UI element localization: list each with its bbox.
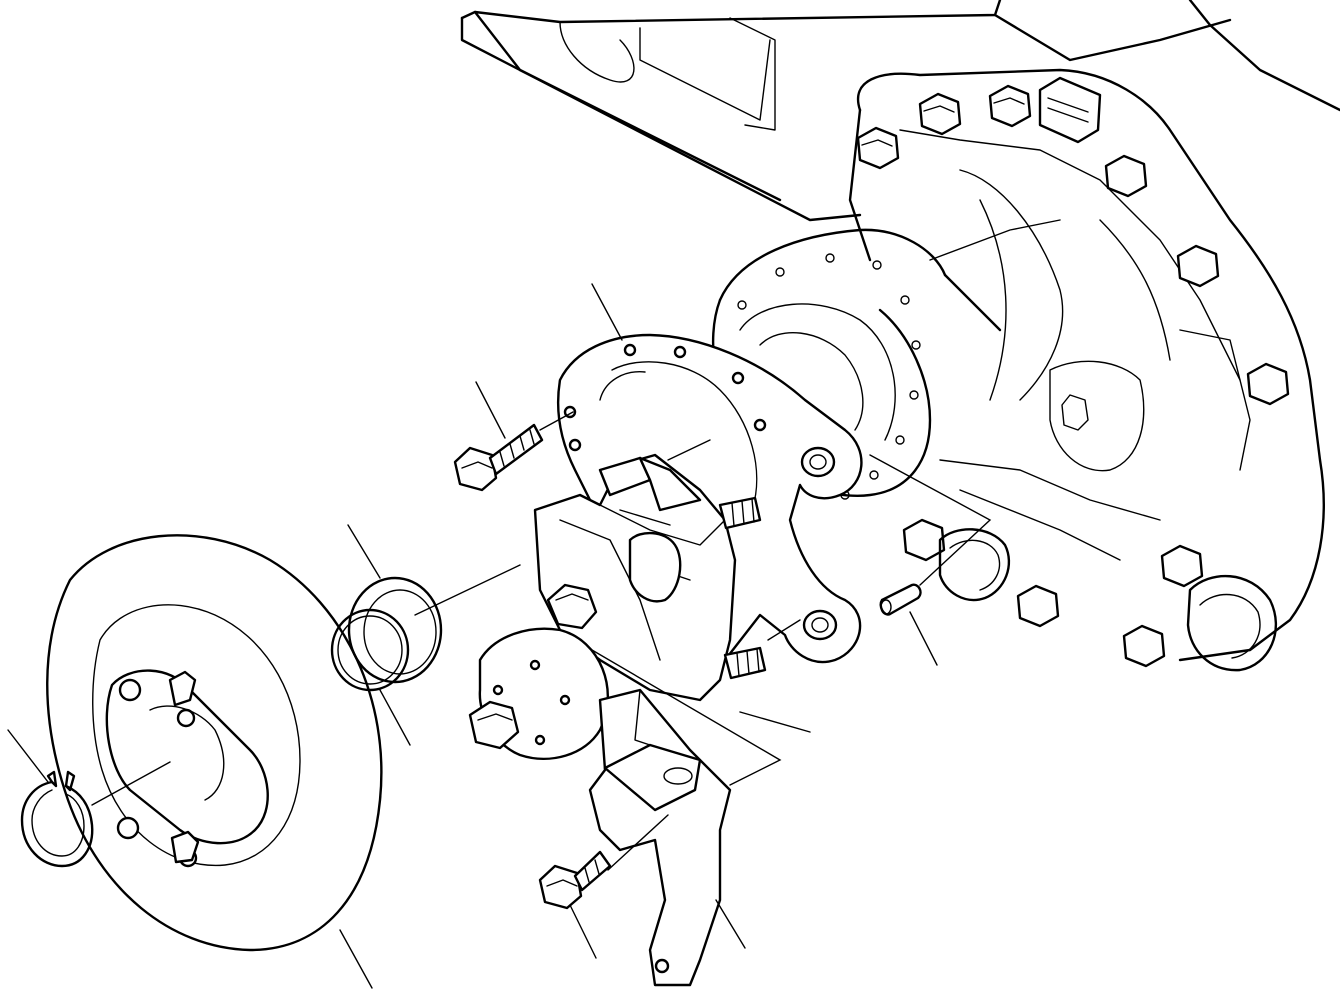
housing-bolt-icon (1104, 154, 1148, 198)
dowel-pin (879, 583, 922, 616)
housing-bolt-icon (1246, 362, 1290, 406)
leader-bracket (591, 283, 623, 341)
axle-housing (460, 0, 1340, 672)
leader-pin (909, 611, 938, 666)
housing-bolt-icon (856, 126, 900, 170)
callout-leaders (7, 283, 938, 989)
lever-plate (588, 688, 732, 987)
mounting-bolt-lower (538, 850, 612, 910)
leader-upper-bolt (475, 381, 506, 439)
housing-bolt-icon (1176, 244, 1220, 288)
housing-bolt-icon (1122, 624, 1166, 668)
leader-lever (715, 899, 746, 949)
housing-bolt-icon (1160, 544, 1204, 588)
housing-bolt-icon (988, 84, 1032, 128)
leader-o-ring (347, 524, 381, 579)
o-ring (330, 608, 410, 692)
mounting-bolt-upper (453, 423, 544, 492)
housing-bolt-icon (1016, 584, 1060, 628)
thrust-washer (347, 576, 443, 684)
leader-washer (379, 689, 411, 746)
housing-bolt-icon (902, 518, 946, 562)
leader-snap-ring (7, 729, 49, 783)
brake-caliper (468, 453, 767, 760)
brake-disc (46, 534, 383, 952)
caliper-bracket (556, 333, 863, 663)
leader-caliper (739, 711, 811, 733)
housing-bolt-icon (918, 92, 962, 136)
leader-lower-bolt (569, 904, 597, 959)
assembly-axis-lines (91, 411, 992, 871)
leader-disc (339, 929, 373, 989)
snap-ring (20, 770, 94, 868)
